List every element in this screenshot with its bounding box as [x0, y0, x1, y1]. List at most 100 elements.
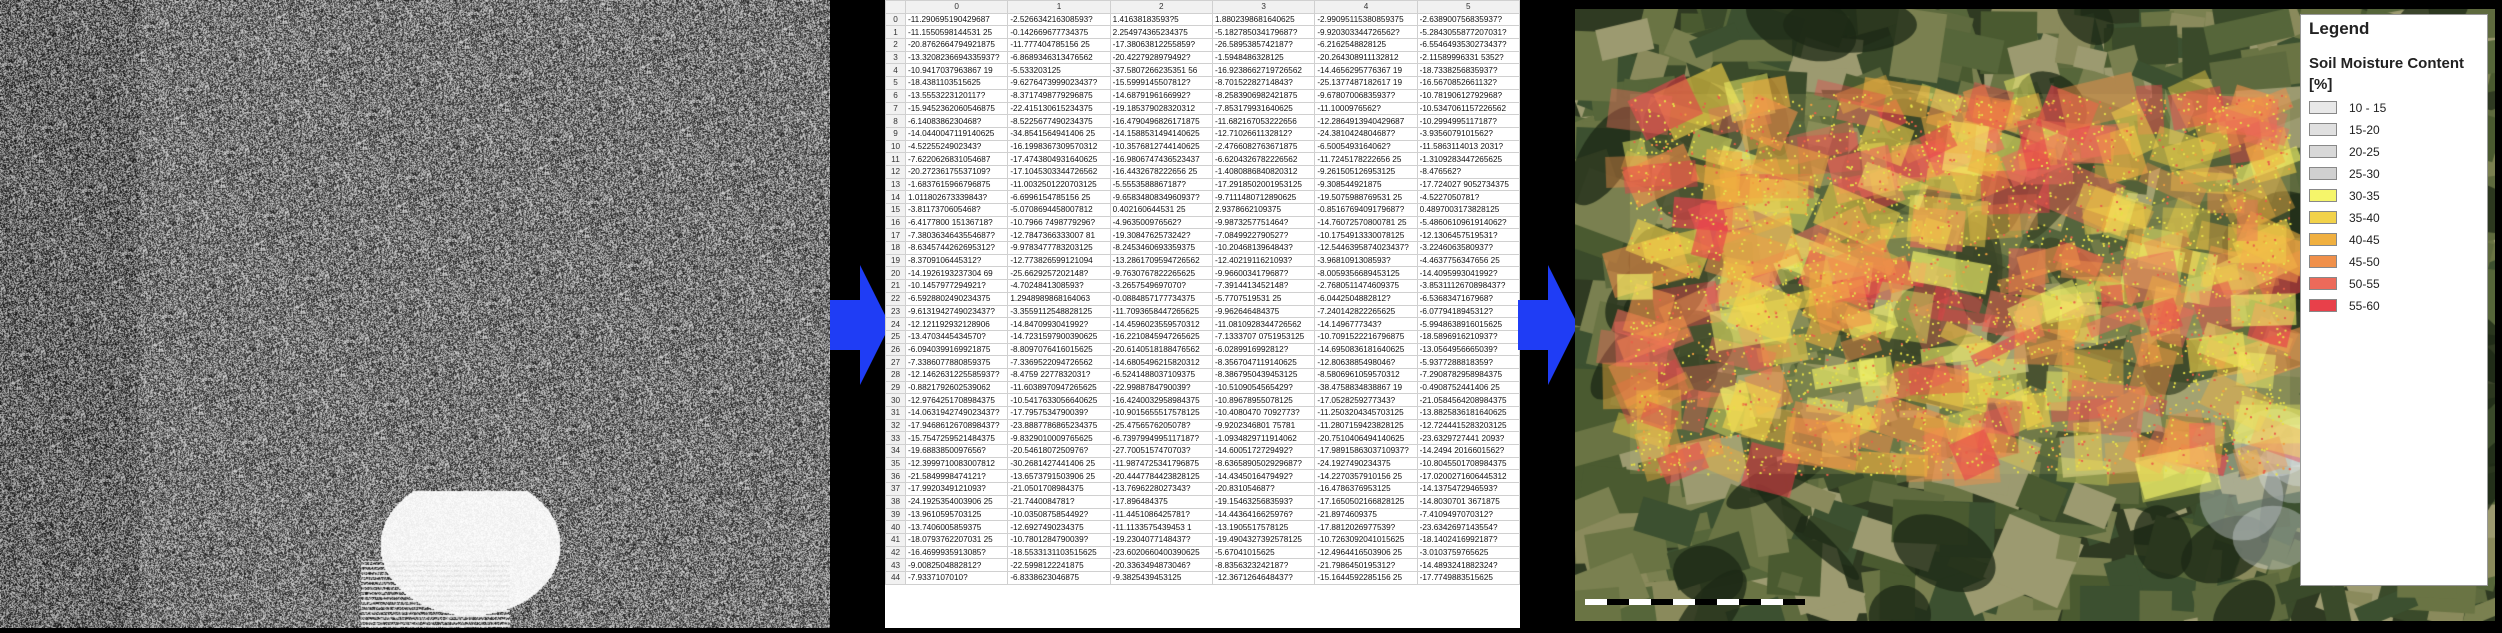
table-cell: -12.3999710083007812 — [904, 456, 1009, 471]
table-cell: -17.1045303344726562 — [1007, 164, 1111, 179]
table-cell: -26.5895385742187? — [1211, 38, 1316, 52]
table-cell: -9.7630767822265625 — [1109, 266, 1213, 281]
column-header: 4 — [1314, 0, 1418, 14]
row-index: 28 — [885, 367, 906, 382]
table-row: 37-17.9920349121093?-21.0501708984375-13… — [885, 482, 1520, 496]
row-index: 25 — [885, 329, 906, 344]
row-index: 30 — [885, 393, 906, 407]
table-cell: -37.5807266235351 56 — [1109, 63, 1213, 78]
table-cell: -16.1998367309570312 — [1007, 139, 1111, 154]
table-cell: -14.4596023559570312 — [1109, 317, 1213, 331]
table-cell: -11.2503204345703125 — [1314, 406, 1418, 420]
table-cell: -17.896484375 — [1109, 494, 1213, 509]
column-header: 1 — [1007, 0, 1111, 14]
table-cell: -7.0849922790527? — [1211, 228, 1316, 243]
table-cell: -21.7440084781? — [1007, 494, 1111, 509]
table-cell: -12.2864913940429687 — [1314, 114, 1418, 128]
table-cell: -18.5896916210937? — [1416, 329, 1520, 344]
table-cell: -9.261505126953125 — [1314, 164, 1418, 179]
row-index: 11 — [885, 152, 906, 166]
table-cell: -17.9891586303710937? — [1314, 444, 1418, 458]
table-cell: -8.8356323242187? — [1211, 558, 1316, 572]
table-cell: -38.4758834838867 19 — [1314, 380, 1418, 395]
legend-item: 10 - 15 — [2309, 100, 2479, 115]
legend-label: 10 - 15 — [2349, 100, 2387, 115]
table-cell: -8.4759 2277832031? — [1007, 367, 1111, 382]
row-index: 5 — [885, 76, 906, 90]
legend-subtitle: Soil Moisture Content — [2309, 55, 2464, 72]
legend-swatch — [2309, 299, 2337, 312]
table-cell: -7.240142822265625 — [1314, 304, 1418, 319]
table-row: 21-10.1457977294921?-4.7024841308593?-3.… — [885, 279, 1520, 293]
row-index: 36 — [885, 469, 906, 484]
row-index: 40 — [885, 520, 906, 534]
table-cell: -5.533203125 — [1007, 63, 1111, 78]
row-index: 20 — [885, 266, 906, 281]
table-cell: -13.2861709594726562 — [1109, 253, 1213, 268]
table-cell: -13.7696228027343? — [1109, 482, 1213, 496]
table-cell: -3.3559112548828125 — [1007, 304, 1111, 319]
table-cell: -9.67807006835937? — [1314, 88, 1418, 103]
table-cell: -12.6927490234375 — [1007, 520, 1111, 534]
table-cell: -11.7093658447265625 — [1109, 304, 1213, 319]
table-cell: -6.0289916992812? — [1211, 342, 1316, 357]
row-index: 16 — [885, 215, 906, 230]
table-cell: -11.7245178222656 25 — [1314, 152, 1418, 166]
table-row: 29-0.8821792602539062-11.603897094726562… — [885, 380, 1520, 395]
table-cell: -12.4964416503906 25 — [1314, 545, 1418, 560]
table-cell: -9.308544921875 — [1314, 177, 1418, 192]
table-row: 27-7.3386077880859375-7.3369522094726562… — [885, 355, 1520, 369]
table-row: 9-14.0440047119140625-34.8541564941406 2… — [885, 126, 1520, 141]
table-cell: -5.0708694458007812 — [1007, 203, 1111, 217]
table-cell: -14.6805496215820312 — [1109, 355, 1213, 369]
table-cell: -10.9015655517578125 — [1109, 406, 1213, 420]
legend-swatch — [2309, 123, 2337, 136]
table-cell: -5.2843055877207031? — [1416, 25, 1520, 40]
row-index: 19 — [885, 253, 906, 268]
row-index: 37 — [885, 482, 906, 496]
table-cell: -3.8117370605468? — [904, 203, 1009, 217]
table-cell: -19.4904327392578125 — [1211, 532, 1316, 547]
table-cell: -3.9681091308593? — [1314, 253, 1418, 268]
table-row: 13-1.6837615966796875-11.003250122070312… — [885, 177, 1520, 192]
row-index: 17 — [885, 228, 906, 243]
table-row: 7-15.9452362060546875-22.415130615234375… — [885, 101, 1520, 116]
table-cell: -6.5241488037109375 — [1109, 367, 1213, 382]
table-cell: -10.5109054565429? — [1211, 380, 1316, 395]
table-row: 12-20.27236175537109?-17.104530334472656… — [885, 164, 1520, 179]
table-cell: -4.963500976562? — [1109, 215, 1213, 230]
table-cell: -9.9873257751464? — [1211, 215, 1316, 230]
table-cell: -10.8045501708984375 — [1416, 456, 1520, 471]
table-cell: -18.5533131103515625 — [1007, 545, 1111, 560]
table-cell: -6.5928802490234375 — [904, 291, 1009, 306]
table-cell: -11.682167053222656 — [1211, 114, 1316, 128]
table-cell: -12.8063885498046? — [1314, 355, 1418, 369]
table-cell: -11.1000976562? — [1314, 101, 1418, 116]
table-cell: -16.4432678222656 25 — [1109, 164, 1213, 179]
table-cell: -7.3386077880859375 — [904, 355, 1009, 369]
table-cell: -8.6365890502929687? — [1211, 456, 1316, 471]
table-cell: -8.3567047119140625 — [1211, 355, 1316, 369]
table-cell: -18.7338256835937? — [1416, 63, 1520, 78]
table-cell: -10.3576812744140625 — [1109, 139, 1213, 154]
table-cell: 2.254974365234375 — [1109, 25, 1213, 40]
table-cell: -16.4790496826171875 — [1109, 114, 1213, 128]
legend-label: 40-45 — [2349, 232, 2380, 247]
table-cell: -17.38063812255859? — [1109, 38, 1213, 52]
table-cell: -9.8329010009765625 — [1007, 431, 1111, 446]
legend-label: 35-40 — [2349, 210, 2380, 225]
table-cell: -10.7966 7498779296? — [1007, 215, 1111, 230]
legend-swatch — [2309, 233, 2337, 246]
table-cell: -20.264308911132812 — [1314, 50, 1418, 65]
table-cell: -16.9806747436523437 — [1109, 152, 1213, 166]
table-cell: -16.5670852661132? — [1416, 76, 1520, 90]
table-cell: -6.6204326782226562 — [1211, 152, 1316, 166]
table-cell: -25.6629257202148? — [1007, 266, 1111, 281]
table-row: 43-9.0082504882812?-22.5998122241875-20.… — [885, 558, 1520, 572]
table-cell: -0.0884857177734375 — [1109, 291, 1213, 306]
arrow-right-icon — [1518, 265, 1578, 385]
table-row: 2-20.8762664794921875-11.777404785156 25… — [885, 38, 1520, 52]
table-cell: -5.9377288818359? — [1416, 355, 1520, 369]
table-row: 41-18.0793762207031 25-10.7801284790039?… — [885, 532, 1520, 547]
legend-item: 20-25 — [2309, 144, 2479, 159]
